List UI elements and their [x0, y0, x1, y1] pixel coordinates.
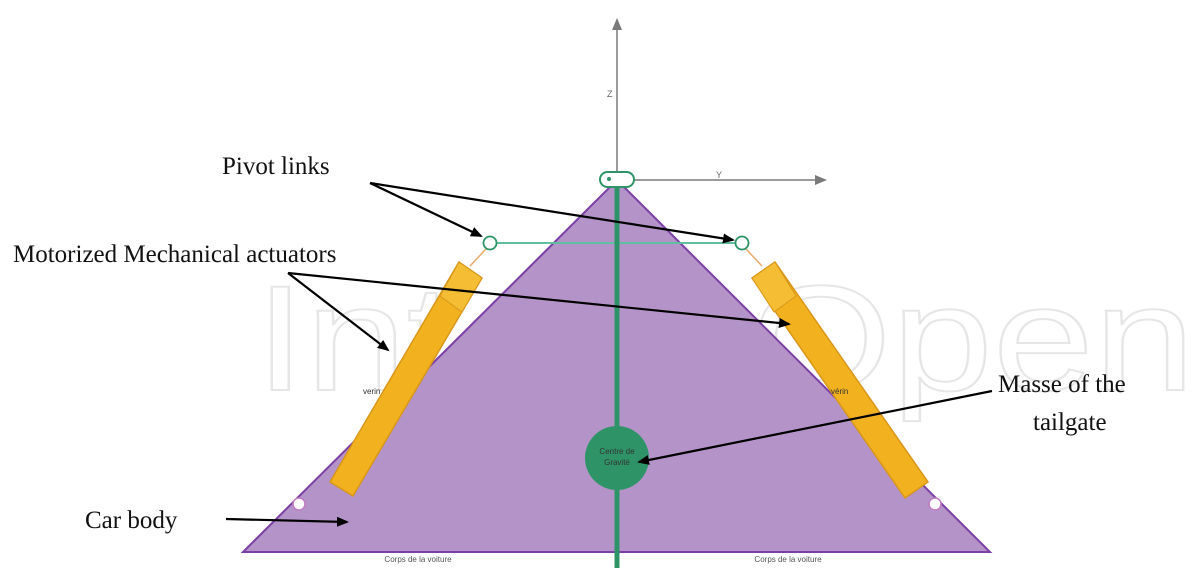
- top-pivot-point: [607, 177, 611, 181]
- cog-label-line1: Centre de: [599, 447, 635, 456]
- arrow-actuator-left: [287, 272, 390, 352]
- right-actuator-label: vérin: [831, 387, 848, 396]
- top-pivot: [599, 171, 635, 188]
- right-connector: [744, 247, 763, 267]
- arrow-actuator-right: [287, 271, 791, 328]
- body-label-left: Corps de la voiture: [384, 555, 452, 564]
- annotation-actuators: Motorized Mechanical actuators: [13, 241, 336, 268]
- annotation-pivot-links: Pivot links: [222, 153, 330, 180]
- arrow-pivot-left: [369, 182, 483, 237]
- left-actuator: [328, 260, 484, 498]
- left-connector: [469, 247, 488, 267]
- arrow-car-body: [225, 516, 349, 527]
- centre-of-gravity: [585, 426, 649, 490]
- z-axis-label: Z: [607, 89, 613, 99]
- annotation-masse-line2: tailgate: [1033, 409, 1107, 436]
- annotation-masse-line1: Masse of the: [998, 371, 1126, 398]
- cog-label-line2: Gravité: [604, 458, 630, 467]
- left-pivot: [482, 235, 498, 251]
- annotation-car-body: Car body: [85, 507, 178, 534]
- right-pivot: [734, 235, 750, 251]
- right-actuator: [750, 260, 930, 500]
- arrow-masse: [637, 389, 993, 465]
- arrow-pivot-right: [369, 181, 735, 244]
- y-axis-label: Y: [716, 170, 722, 180]
- right-bottom-pivot: [928, 497, 942, 511]
- left-bottom-pivot: [292, 497, 306, 511]
- body-label-right: Corps de la voiture: [754, 555, 822, 564]
- left-actuator-label: verin: [363, 387, 380, 396]
